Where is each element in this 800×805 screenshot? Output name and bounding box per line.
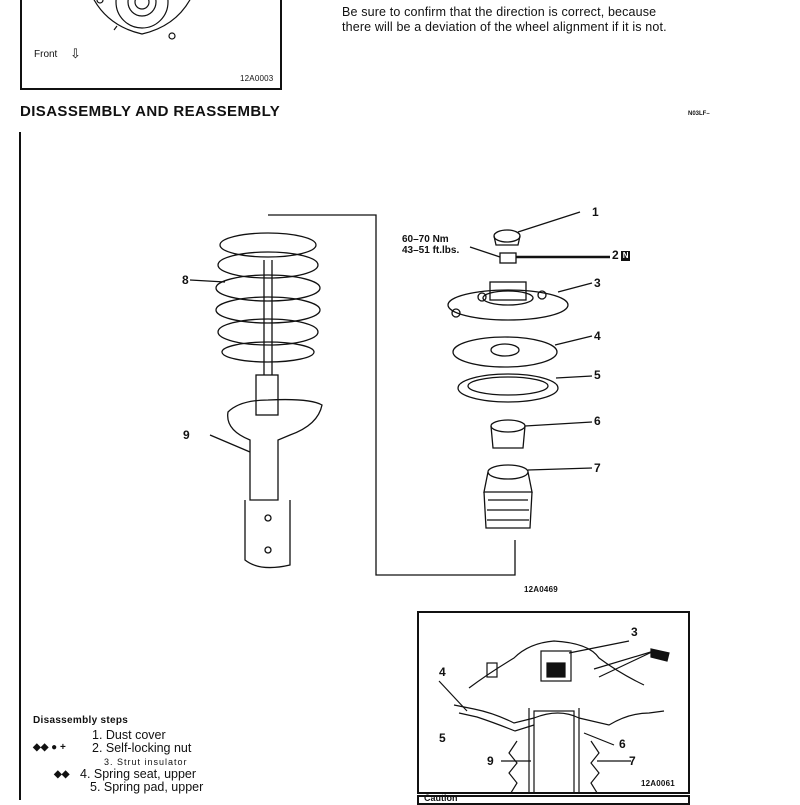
callout-1: 1 <box>592 205 599 219</box>
note-paragraph: Be sure to confirm that the direction is… <box>342 5 732 35</box>
detail-callout-7: 7 <box>629 754 636 768</box>
strut-exploded-drawing <box>189 211 610 576</box>
section-title: DISASSEMBLY AND REASSEMBLY <box>20 103 281 120</box>
front-label: Front <box>34 49 58 60</box>
detail-callout-5: 5 <box>439 731 446 745</box>
detail-diagram: 3 4 5 6 9 7 12A0061 <box>417 611 690 794</box>
front-arrow-icon: ⇩ <box>70 46 81 61</box>
torque-ftlbs: 43–51 ft.lbs. <box>402 245 460 256</box>
step-4: 4. Spring seat, upper <box>80 767 197 781</box>
callout-3: 3 <box>594 276 601 290</box>
step-5: 5. Spring pad, upper <box>90 780 204 794</box>
callout-7: 7 <box>594 461 601 475</box>
top-figure-id: 12A0003 <box>240 74 274 83</box>
main-figure-id: 12A0469 <box>524 585 558 594</box>
step-3: 3. Strut insulator <box>104 757 188 767</box>
callout-2-number: 2 <box>612 248 619 262</box>
top-figure: Front ⇩ 12A0003 <box>20 0 282 90</box>
step-2-marker: ◆◆ ● + <box>33 742 66 753</box>
callout-5: 5 <box>594 368 601 382</box>
detail-callout-3: 3 <box>631 625 638 639</box>
step-1: 1. Dust cover <box>92 728 166 742</box>
detail-cross-section-drawing <box>438 640 670 792</box>
callout-4: 4 <box>594 329 601 343</box>
n-badge: N <box>620 251 631 261</box>
callout-9: 9 <box>183 428 190 442</box>
detail-callout-4: 4 <box>439 665 446 679</box>
left-margin-rule <box>19 132 21 800</box>
detail-figure-id: 12A0061 <box>641 779 675 788</box>
steps-title: Disassembly steps <box>33 715 129 726</box>
section-code: N03LF– <box>688 111 710 117</box>
torque-nm: 60–70 Nm <box>402 234 449 245</box>
note-line-2: there will be a deviation of the wheel a… <box>342 20 667 34</box>
step-4-marker: ◆◆ <box>54 769 70 780</box>
callout-8: 8 <box>182 273 189 287</box>
step-2: 2. Self-locking nut <box>92 741 192 755</box>
detail-callout-9: 9 <box>487 754 494 768</box>
torque-spec: 60–70 Nm 43–51 ft.lbs. <box>402 234 459 256</box>
callout-6: 6 <box>594 414 601 428</box>
top-figure-drawing <box>93 0 191 40</box>
detail-callout-6: 6 <box>619 737 626 751</box>
note-line-1: Be sure to confirm that the direction is… <box>342 5 657 19</box>
caution-box <box>417 795 690 805</box>
caution-label: Caution <box>424 793 458 803</box>
